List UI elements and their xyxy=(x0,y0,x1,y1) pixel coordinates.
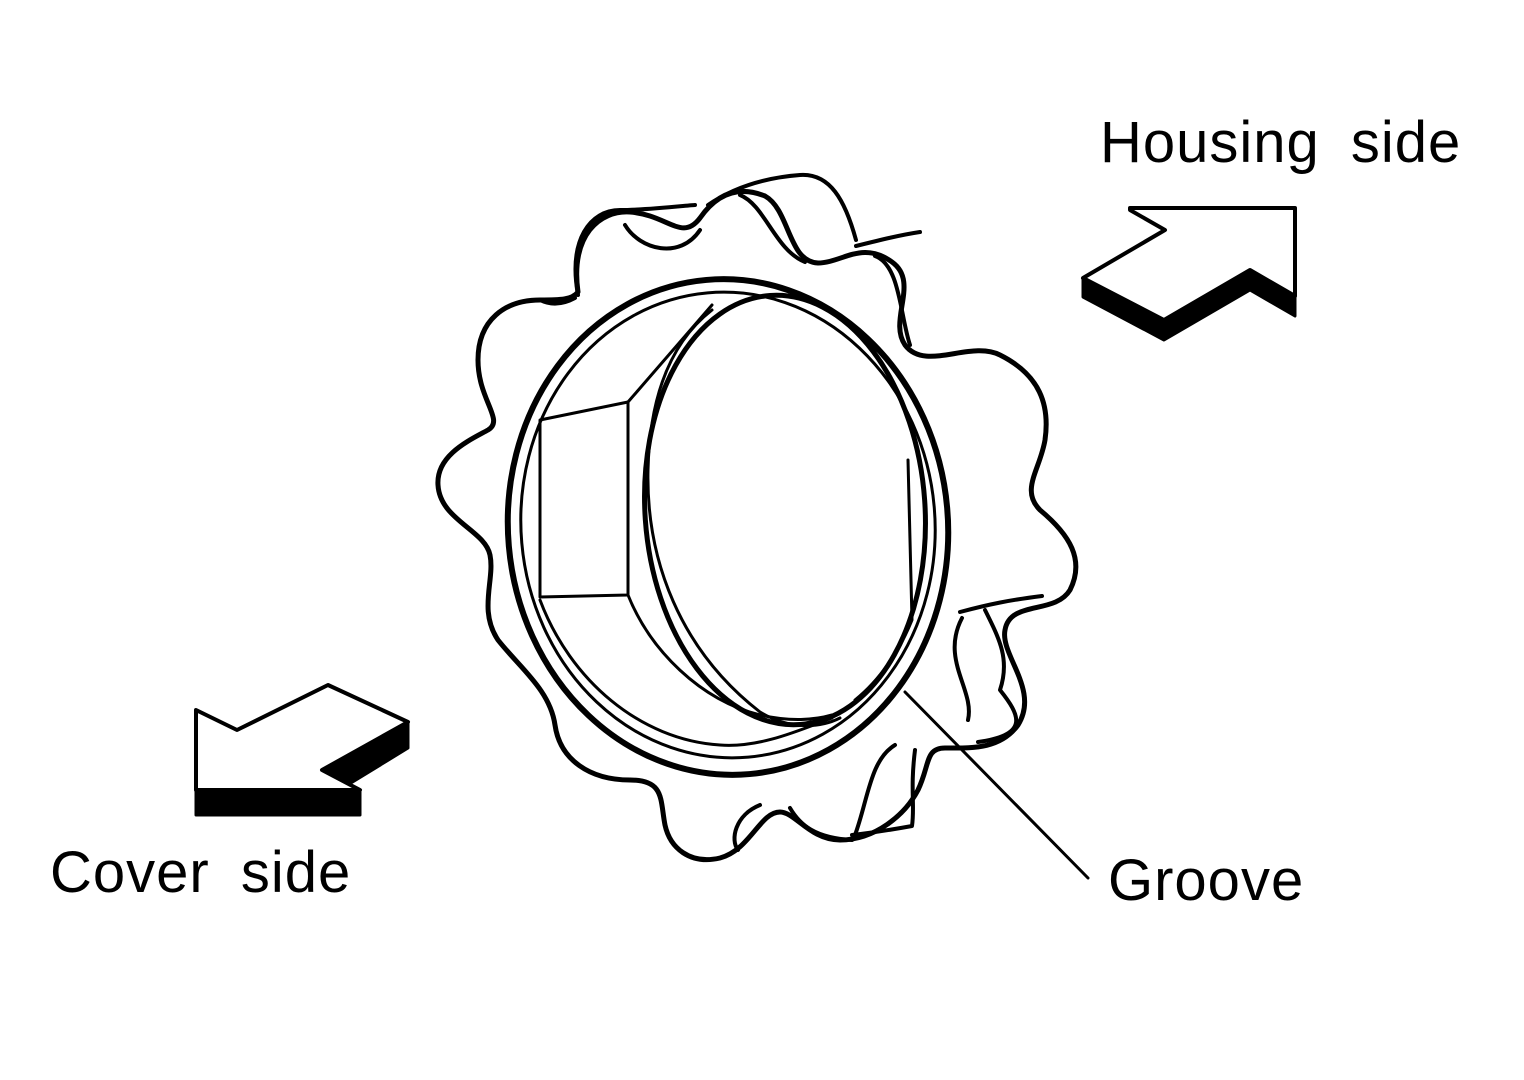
gear-outline xyxy=(435,188,1079,862)
groove-ring xyxy=(519,290,937,760)
bore-flat-lines xyxy=(538,400,630,599)
cover-side-label: Cover side xyxy=(50,840,352,905)
groove-label: Groove xyxy=(1108,848,1305,913)
bore-inner-edge xyxy=(646,308,842,727)
hub-outer-rim xyxy=(504,276,952,778)
cover-side-arrow xyxy=(194,683,410,817)
groove-leader-line xyxy=(903,690,1090,880)
housing-side-label: Housing side xyxy=(1100,110,1462,175)
housing-side-arrow xyxy=(1081,206,1297,342)
